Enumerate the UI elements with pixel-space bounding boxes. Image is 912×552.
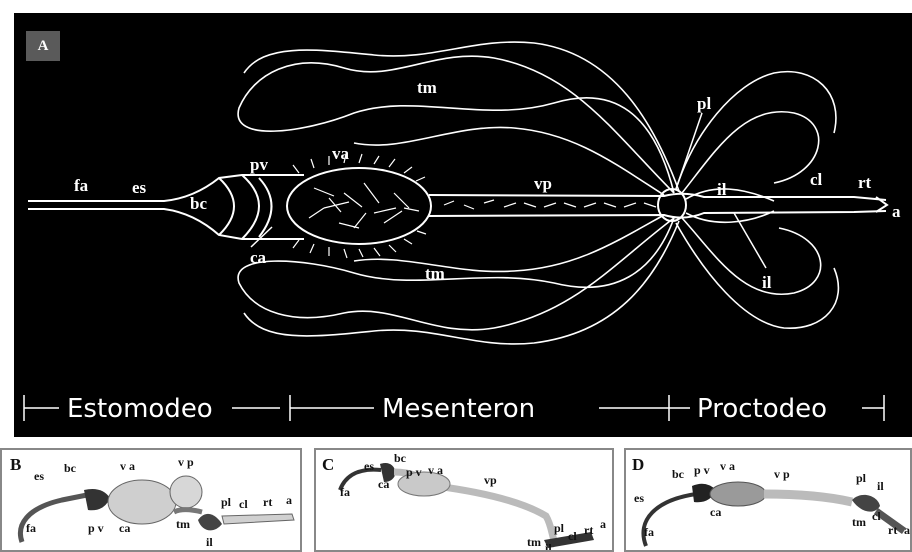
label-cl: cl — [810, 170, 823, 189]
b-label-va: v a — [120, 459, 135, 473]
b-label-cl: cl — [239, 497, 248, 511]
panel-a-letter: A — [26, 31, 60, 61]
b-label-tm: tm — [176, 517, 190, 531]
d-label-a: a — [904, 523, 910, 537]
b-label-fa: fa — [26, 521, 36, 535]
panel-d-letter: D — [632, 455, 644, 474]
label-pv: pv — [250, 155, 268, 174]
c-label-pl: pl — [554, 521, 565, 535]
c-label-cl: cl — [568, 529, 577, 543]
c-label-va: v a — [428, 463, 443, 477]
b-label-pl: pl — [221, 495, 232, 509]
label-ca: ca — [250, 248, 267, 267]
region-estomodeo: Estomodeo — [67, 394, 213, 424]
c-label-pv: p v — [406, 465, 422, 479]
panel-b-letter: B — [10, 455, 21, 474]
d-label-pv: p v — [694, 463, 710, 477]
panel-d-gut — [643, 482, 906, 546]
gut-outline — [28, 168, 887, 244]
panel-c-photo: C fa es bc p v v a ca vp pl cl rt a tm i… — [314, 448, 614, 552]
d-label-bc: bc — [672, 467, 685, 481]
b-label-ca: ca — [119, 521, 130, 535]
label-il-inner: il — [717, 180, 727, 199]
c-label-vp: vp — [484, 473, 497, 487]
region-mesenteron: Mesenteron — [382, 394, 535, 424]
b-label-il: il — [206, 535, 213, 549]
panel-b-gut — [20, 476, 294, 542]
label-va: va — [332, 144, 350, 163]
panel-a-digestive-tract-drawing: fa es bc pv va ca tm tm vp pl il il cl r… — [14, 13, 912, 437]
ventriculus-spines — [293, 154, 656, 258]
label-vp: vp — [534, 174, 552, 193]
b-label-es: es — [34, 469, 44, 483]
c-label-es: es — [364, 459, 374, 473]
c-label-tm: tm — [527, 535, 541, 549]
d-label-tm: tm — [852, 515, 866, 529]
d-label-rt: rt — [888, 523, 897, 537]
c-label-fa: fa — [340, 485, 350, 499]
label-a: a — [892, 202, 901, 221]
label-il: il — [762, 273, 772, 292]
label-es: es — [132, 178, 147, 197]
d-label-va: v a — [720, 459, 735, 473]
b-label-pv: p v — [88, 521, 104, 535]
d-label-ca: ca — [710, 505, 721, 519]
c-label-rt: rt — [584, 523, 593, 537]
c-label-a: a — [600, 517, 606, 531]
d-label-pl: pl — [856, 471, 867, 485]
panel-d-drawing: D bc p v v a v p es fa ca pl il tm cl rt… — [626, 450, 912, 552]
b-label-vp: v p — [178, 455, 194, 469]
panel-a-drawing: fa es bc pv va ca tm tm vp pl il il cl r… — [14, 13, 912, 437]
label-pl: pl — [697, 94, 711, 113]
panel-b-photo: B es bc v a v p pl cl rt a fa p v ca tm … — [0, 448, 302, 552]
b-label-bc: bc — [64, 461, 77, 475]
b-label-rt: rt — [263, 495, 272, 509]
label-fa: fa — [74, 176, 89, 195]
d-label-es: es — [634, 491, 644, 505]
panel-c-drawing: C fa es bc p v v a ca vp pl cl rt a tm i… — [316, 450, 614, 552]
d-label-fa: fa — [644, 525, 654, 539]
b-label-a: a — [286, 493, 292, 507]
panel-c-letter: C — [322, 455, 334, 474]
panel-c-gut — [340, 463, 594, 548]
c-label-ca: ca — [378, 477, 389, 491]
label-tm-top: tm — [417, 78, 437, 97]
label-rt: rt — [858, 173, 872, 192]
malpighian-tubules — [238, 42, 838, 344]
label-tm-bottom: tm — [425, 264, 445, 283]
panel-d-photo: D bc p v v a v p es fa ca pl il tm cl rt… — [624, 448, 912, 552]
d-label-il: il — [877, 479, 884, 493]
panel-b-drawing: B es bc v a v p pl cl rt a fa p v ca tm … — [2, 450, 302, 552]
d-label-vp: v p — [774, 467, 790, 481]
region-proctodeo: Proctodeo — [697, 394, 827, 424]
c-label-bc: bc — [394, 451, 407, 465]
label-bc: bc — [190, 194, 207, 213]
d-label-cl: cl — [872, 509, 881, 523]
ventriculus-anterior-shape — [287, 168, 431, 244]
c-label-il: il — [545, 541, 552, 552]
